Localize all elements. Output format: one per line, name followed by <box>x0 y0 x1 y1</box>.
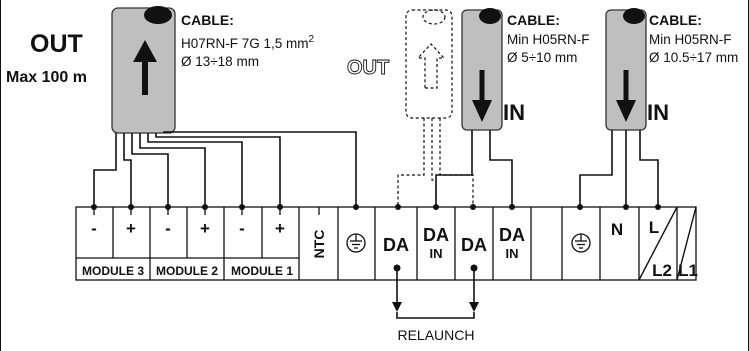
wires-in-mains <box>579 130 659 207</box>
cable-3-spec: Min H05RN-F <box>649 32 732 47</box>
arrow-down-small-icon <box>392 302 402 312</box>
cable-2-spec: Min H05RN-F <box>507 32 590 47</box>
module3-minus: - <box>91 219 97 238</box>
earth-icon-2 <box>571 233 591 253</box>
module-2-label: MODULE 2 <box>156 264 218 278</box>
l-label: L <box>649 218 659 237</box>
cable-2-heading: CABLE: <box>507 12 560 28</box>
da-terminal-1: DA <box>383 235 409 255</box>
out-label: OUT <box>30 30 83 58</box>
wires-out-module <box>93 131 357 207</box>
terminal-dots <box>91 204 661 210</box>
module2-minus: - <box>165 219 171 238</box>
cable-gland-icon-3 <box>623 8 645 24</box>
relaunch-label: RELAUNCH <box>397 327 474 343</box>
ntc-label: NTC <box>311 230 327 259</box>
n-label: N <box>611 220 623 239</box>
arrow-down-icon <box>472 70 492 122</box>
ghost-out-label: OUT <box>347 57 389 79</box>
cable-ghost-out <box>405 9 453 119</box>
cable-3-heading: CABLE: <box>649 12 702 28</box>
cable-in-mains <box>605 8 647 131</box>
in-label-da: IN <box>503 100 525 125</box>
module1-minus: - <box>239 219 245 238</box>
l1-label: L1 <box>678 261 698 280</box>
da-in-terminal-2: DA <box>499 225 525 245</box>
module1-plus: + <box>275 219 285 238</box>
da-in-terminal-1-sub: IN <box>430 246 443 261</box>
cable-3-diameter: Ø 10.5÷17 mm <box>649 50 738 65</box>
relaunch-connection <box>392 264 479 319</box>
terminal-block <box>75 206 697 281</box>
l2-label: L2 <box>652 261 672 280</box>
in-label-mains: IN <box>647 100 669 125</box>
da-in-terminal-1: DA <box>423 225 449 245</box>
cable-out-module <box>111 6 176 134</box>
arrow-down-icon-2 <box>616 70 636 122</box>
arrow-up-outline-icon <box>416 43 446 89</box>
earth-icon <box>346 233 366 253</box>
cable-in-da <box>461 8 503 131</box>
module3-plus: + <box>126 219 136 238</box>
cable-1-diameter: Ø 13÷18 mm <box>181 54 259 69</box>
module-1-label: MODULE 1 <box>231 264 293 278</box>
cable-gland-icon-2 <box>479 8 501 24</box>
cable-2-diameter: Ø 5÷10 mm <box>507 50 577 65</box>
module2-plus: + <box>200 219 210 238</box>
arrow-down-small-icon-2 <box>469 302 479 312</box>
arrow-up-icon <box>133 40 157 95</box>
cable-gland-icon <box>144 6 172 24</box>
cable-1-spec: H07RN-F 7G 1,5 mm2 <box>181 34 315 51</box>
module-3-label: MODULE 3 <box>82 264 144 278</box>
cable-1-heading: CABLE: <box>181 12 234 28</box>
da-terminal-2: DA <box>461 235 487 255</box>
out-max-length: Max 100 m <box>6 69 87 86</box>
wires-in-da <box>435 130 513 207</box>
da-in-terminal-2-sub: IN <box>506 246 519 261</box>
